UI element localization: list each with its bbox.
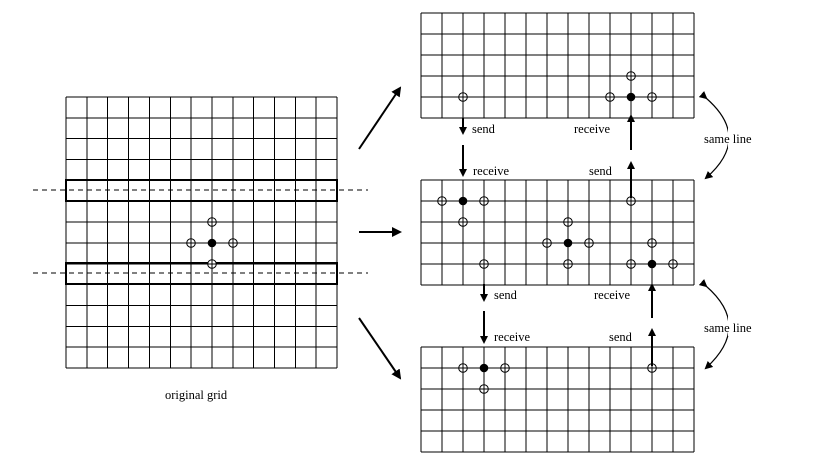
original-grid bbox=[65, 96, 338, 369]
center-point bbox=[647, 259, 657, 269]
label-send-bottom: send bbox=[609, 330, 633, 344]
label-send-top: send bbox=[472, 122, 496, 136]
center-point bbox=[626, 92, 636, 102]
center-point bbox=[207, 238, 217, 248]
neighbor-point bbox=[437, 196, 447, 206]
neighbor-point bbox=[584, 238, 594, 248]
label-receive-middle: receive bbox=[594, 288, 631, 302]
neighbor-point bbox=[647, 238, 657, 248]
neighbor-point bbox=[458, 217, 468, 227]
label-gap-lower bbox=[728, 316, 742, 336]
ghost-row-band-upper bbox=[65, 179, 338, 202]
neighbor-point bbox=[647, 92, 657, 102]
bottom-subgrid bbox=[420, 346, 695, 453]
neighbor-point bbox=[542, 238, 552, 248]
neighbor-point bbox=[479, 196, 489, 206]
neighbor-point bbox=[605, 92, 615, 102]
label-original-grid: original grid bbox=[165, 388, 228, 402]
ghost-row-band-lower bbox=[65, 262, 338, 285]
label-send-middle-right: send bbox=[589, 164, 613, 178]
label-receive-middle-left: receive bbox=[473, 164, 510, 178]
neighbor-point bbox=[668, 259, 678, 269]
neighbor-point bbox=[207, 259, 217, 269]
neighbor-point bbox=[563, 217, 573, 227]
neighbor-point bbox=[228, 238, 238, 248]
center-point bbox=[458, 196, 468, 206]
label-receive-top: receive bbox=[574, 122, 611, 136]
neighbor-point bbox=[458, 363, 468, 373]
neighbor-point bbox=[500, 363, 510, 373]
label-gap-upper bbox=[728, 128, 742, 148]
arrow-to-bottom-subgrid bbox=[358, 317, 402, 380]
arrow-to-top-subgrid bbox=[358, 86, 402, 150]
neighbor-point bbox=[626, 71, 636, 81]
label-same-line-lower: same line bbox=[704, 321, 752, 335]
neighbor-point bbox=[458, 92, 468, 102]
label-send-middle: send bbox=[494, 288, 518, 302]
center-point bbox=[479, 363, 489, 373]
label-same-line-upper: same line bbox=[704, 132, 752, 146]
stencil-points bbox=[186, 71, 678, 394]
center-point bbox=[563, 238, 573, 248]
neighbor-point bbox=[563, 259, 573, 269]
neighbor-point bbox=[186, 238, 196, 248]
neighbor-point bbox=[207, 217, 217, 227]
label-receive-bottom: receive bbox=[494, 330, 531, 344]
neighbor-point bbox=[479, 259, 489, 269]
middle-subgrid bbox=[420, 179, 695, 286]
neighbor-point bbox=[479, 384, 489, 394]
top-subgrid bbox=[420, 12, 695, 119]
neighbor-point bbox=[626, 259, 636, 269]
